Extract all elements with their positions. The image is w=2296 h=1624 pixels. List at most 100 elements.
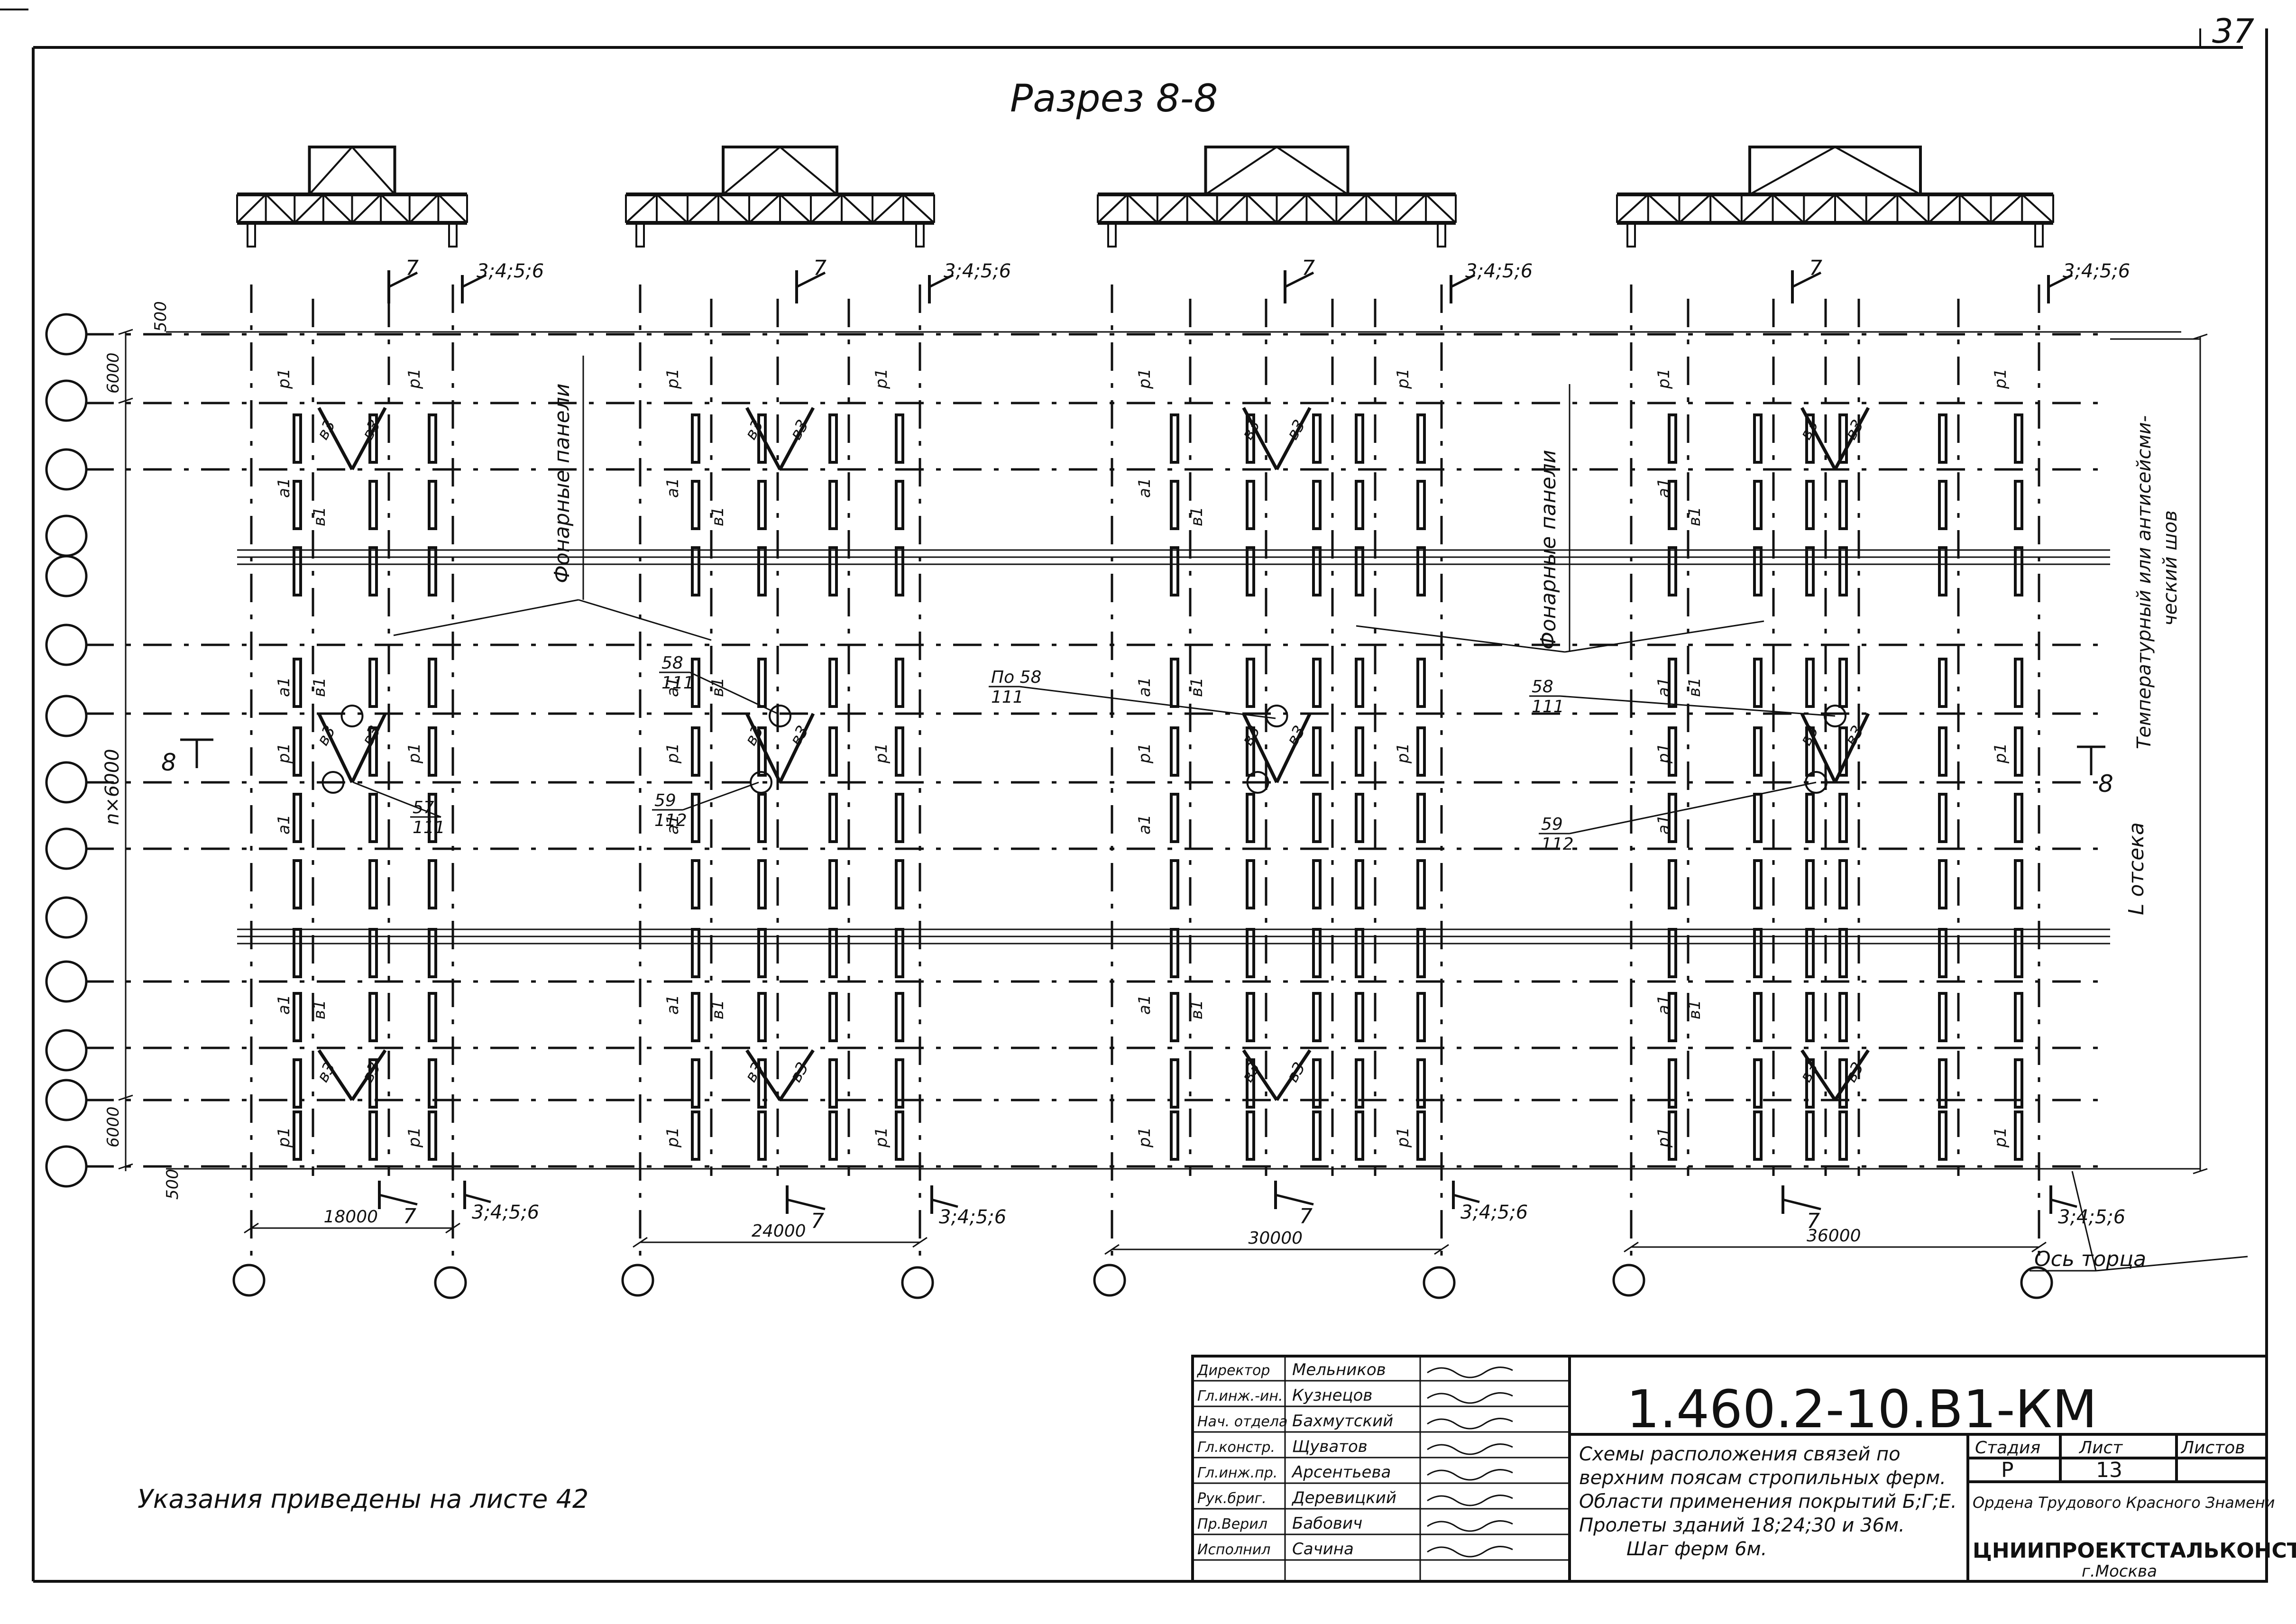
grid-axis-circle xyxy=(45,1145,88,1188)
panel-bar xyxy=(293,1058,302,1109)
truss-diagonal xyxy=(265,193,295,224)
truss-diagonal xyxy=(1276,193,1307,224)
panel-bar xyxy=(895,1110,904,1161)
cut-mark-3456-label: 3;4;5;6 xyxy=(1460,1202,1528,1223)
member-label-a1: а1 xyxy=(663,995,682,1015)
panel-bar xyxy=(428,928,437,978)
panel-bar xyxy=(1416,1110,1426,1161)
node-circle xyxy=(340,705,364,727)
truss-diagonal xyxy=(1928,193,1961,224)
panel-bar xyxy=(1838,928,1848,978)
lantern-diagonal xyxy=(722,146,781,195)
node-circle xyxy=(1805,771,1828,794)
member-label-p1: р1 xyxy=(872,368,891,389)
panel-bar xyxy=(828,658,838,708)
panel-bar xyxy=(1312,928,1322,978)
panel-bar xyxy=(2014,726,2023,777)
member-label-v1: в1 xyxy=(708,677,727,697)
cut-mark-3456-top xyxy=(1450,274,1476,288)
truss-diagonal xyxy=(1990,193,2023,224)
panel-bar xyxy=(2014,658,2023,708)
truss-diagonal xyxy=(437,193,468,224)
panel-bar xyxy=(1838,793,1848,843)
member-label-v3: в3 xyxy=(1283,1059,1309,1085)
bracing-diagonal xyxy=(317,713,354,783)
title-block-role: Нач. отдела xyxy=(1197,1413,1287,1430)
panel-bar xyxy=(1416,546,1426,596)
panel-bar xyxy=(757,658,767,708)
panel-bar xyxy=(1668,1058,1677,1109)
panel-bar xyxy=(1355,1058,1364,1109)
panel-bar xyxy=(428,726,437,777)
bracing-diagonal xyxy=(317,1049,354,1101)
panel-bar xyxy=(1246,992,1255,1042)
panel-bar xyxy=(293,1110,302,1161)
member-label-v1: в1 xyxy=(1685,1000,1704,1019)
panel-bar xyxy=(1246,1110,1255,1161)
panel-bar xyxy=(1668,992,1677,1042)
truss-diagonal xyxy=(1709,193,1743,224)
panel-bar xyxy=(368,480,378,530)
node-callout-bottom: 111 xyxy=(661,673,694,693)
panel-bar xyxy=(895,480,904,530)
truss-diagonal xyxy=(687,193,719,224)
bracing-diagonal xyxy=(350,407,387,470)
title-block-role: Гл.инж.-ин. xyxy=(1197,1388,1283,1404)
span-tick xyxy=(1104,1244,1120,1255)
sheet-label: Лист xyxy=(2078,1438,2123,1458)
node-callout-top: 58 xyxy=(661,653,683,673)
member-label-a1: а1 xyxy=(663,677,682,697)
truss-diagonal xyxy=(656,193,689,224)
panel-bar xyxy=(1753,793,1763,843)
panel-bar xyxy=(691,413,700,464)
panel-bar xyxy=(293,928,302,978)
grid-axis-circle-bottom xyxy=(232,1264,266,1297)
panel-bar xyxy=(757,928,767,978)
cut-mark-7-top xyxy=(388,271,418,288)
member-label-v1: в1 xyxy=(1187,677,1206,697)
panel-bar xyxy=(428,793,437,843)
panel-bar xyxy=(1668,546,1677,596)
panel-bar xyxy=(368,658,378,708)
panel-bar xyxy=(1838,546,1848,596)
panel-bar xyxy=(828,1058,838,1109)
node-circle xyxy=(1246,771,1269,794)
panel-bar xyxy=(1170,413,1179,464)
dim-n6000: n×6000 xyxy=(101,749,123,825)
member-label-p1: р1 xyxy=(872,1127,891,1148)
cut-mark-3456-top xyxy=(461,274,487,288)
truss-diagonal xyxy=(1425,193,1457,224)
panel-bar xyxy=(293,413,302,464)
panel-bar xyxy=(1355,726,1364,777)
support-column xyxy=(1437,222,1446,248)
truss-diagonal xyxy=(1647,193,1680,224)
panel-bar xyxy=(1753,658,1763,708)
member-label-p1: р1 xyxy=(1394,743,1413,764)
page-number: 37 xyxy=(2212,12,2254,51)
span-tick xyxy=(445,1222,460,1234)
truss-diagonal xyxy=(1865,193,1898,224)
sheets-label: Листов xyxy=(2180,1438,2245,1458)
cut-mark-7-label: 7 xyxy=(1807,1209,1820,1233)
truss-diagonal xyxy=(351,193,382,224)
cut-mark-7-bottom xyxy=(787,1198,826,1211)
node-circle xyxy=(750,771,772,794)
panel-bar xyxy=(1753,928,1763,978)
truss-diagonal xyxy=(1335,193,1367,224)
member-label-p1: р1 xyxy=(275,1127,294,1148)
grid-axis-circle xyxy=(45,1029,88,1072)
node-callout-bottom: 111 xyxy=(413,818,445,837)
panel-bar xyxy=(828,793,838,843)
panel-bar xyxy=(1170,726,1179,777)
panel-bar xyxy=(757,1058,767,1109)
panel-bar xyxy=(1416,793,1426,843)
span-tick xyxy=(633,1237,648,1248)
member-label-p1: р1 xyxy=(1394,368,1413,389)
member-label-p1: р1 xyxy=(663,368,682,389)
panel-bar xyxy=(691,1058,700,1109)
node-callout-bottom: 111 xyxy=(991,688,1024,707)
bracing-diagonal xyxy=(778,407,815,470)
bracing-diagonal xyxy=(317,407,354,470)
panel-bar xyxy=(1753,1058,1763,1109)
